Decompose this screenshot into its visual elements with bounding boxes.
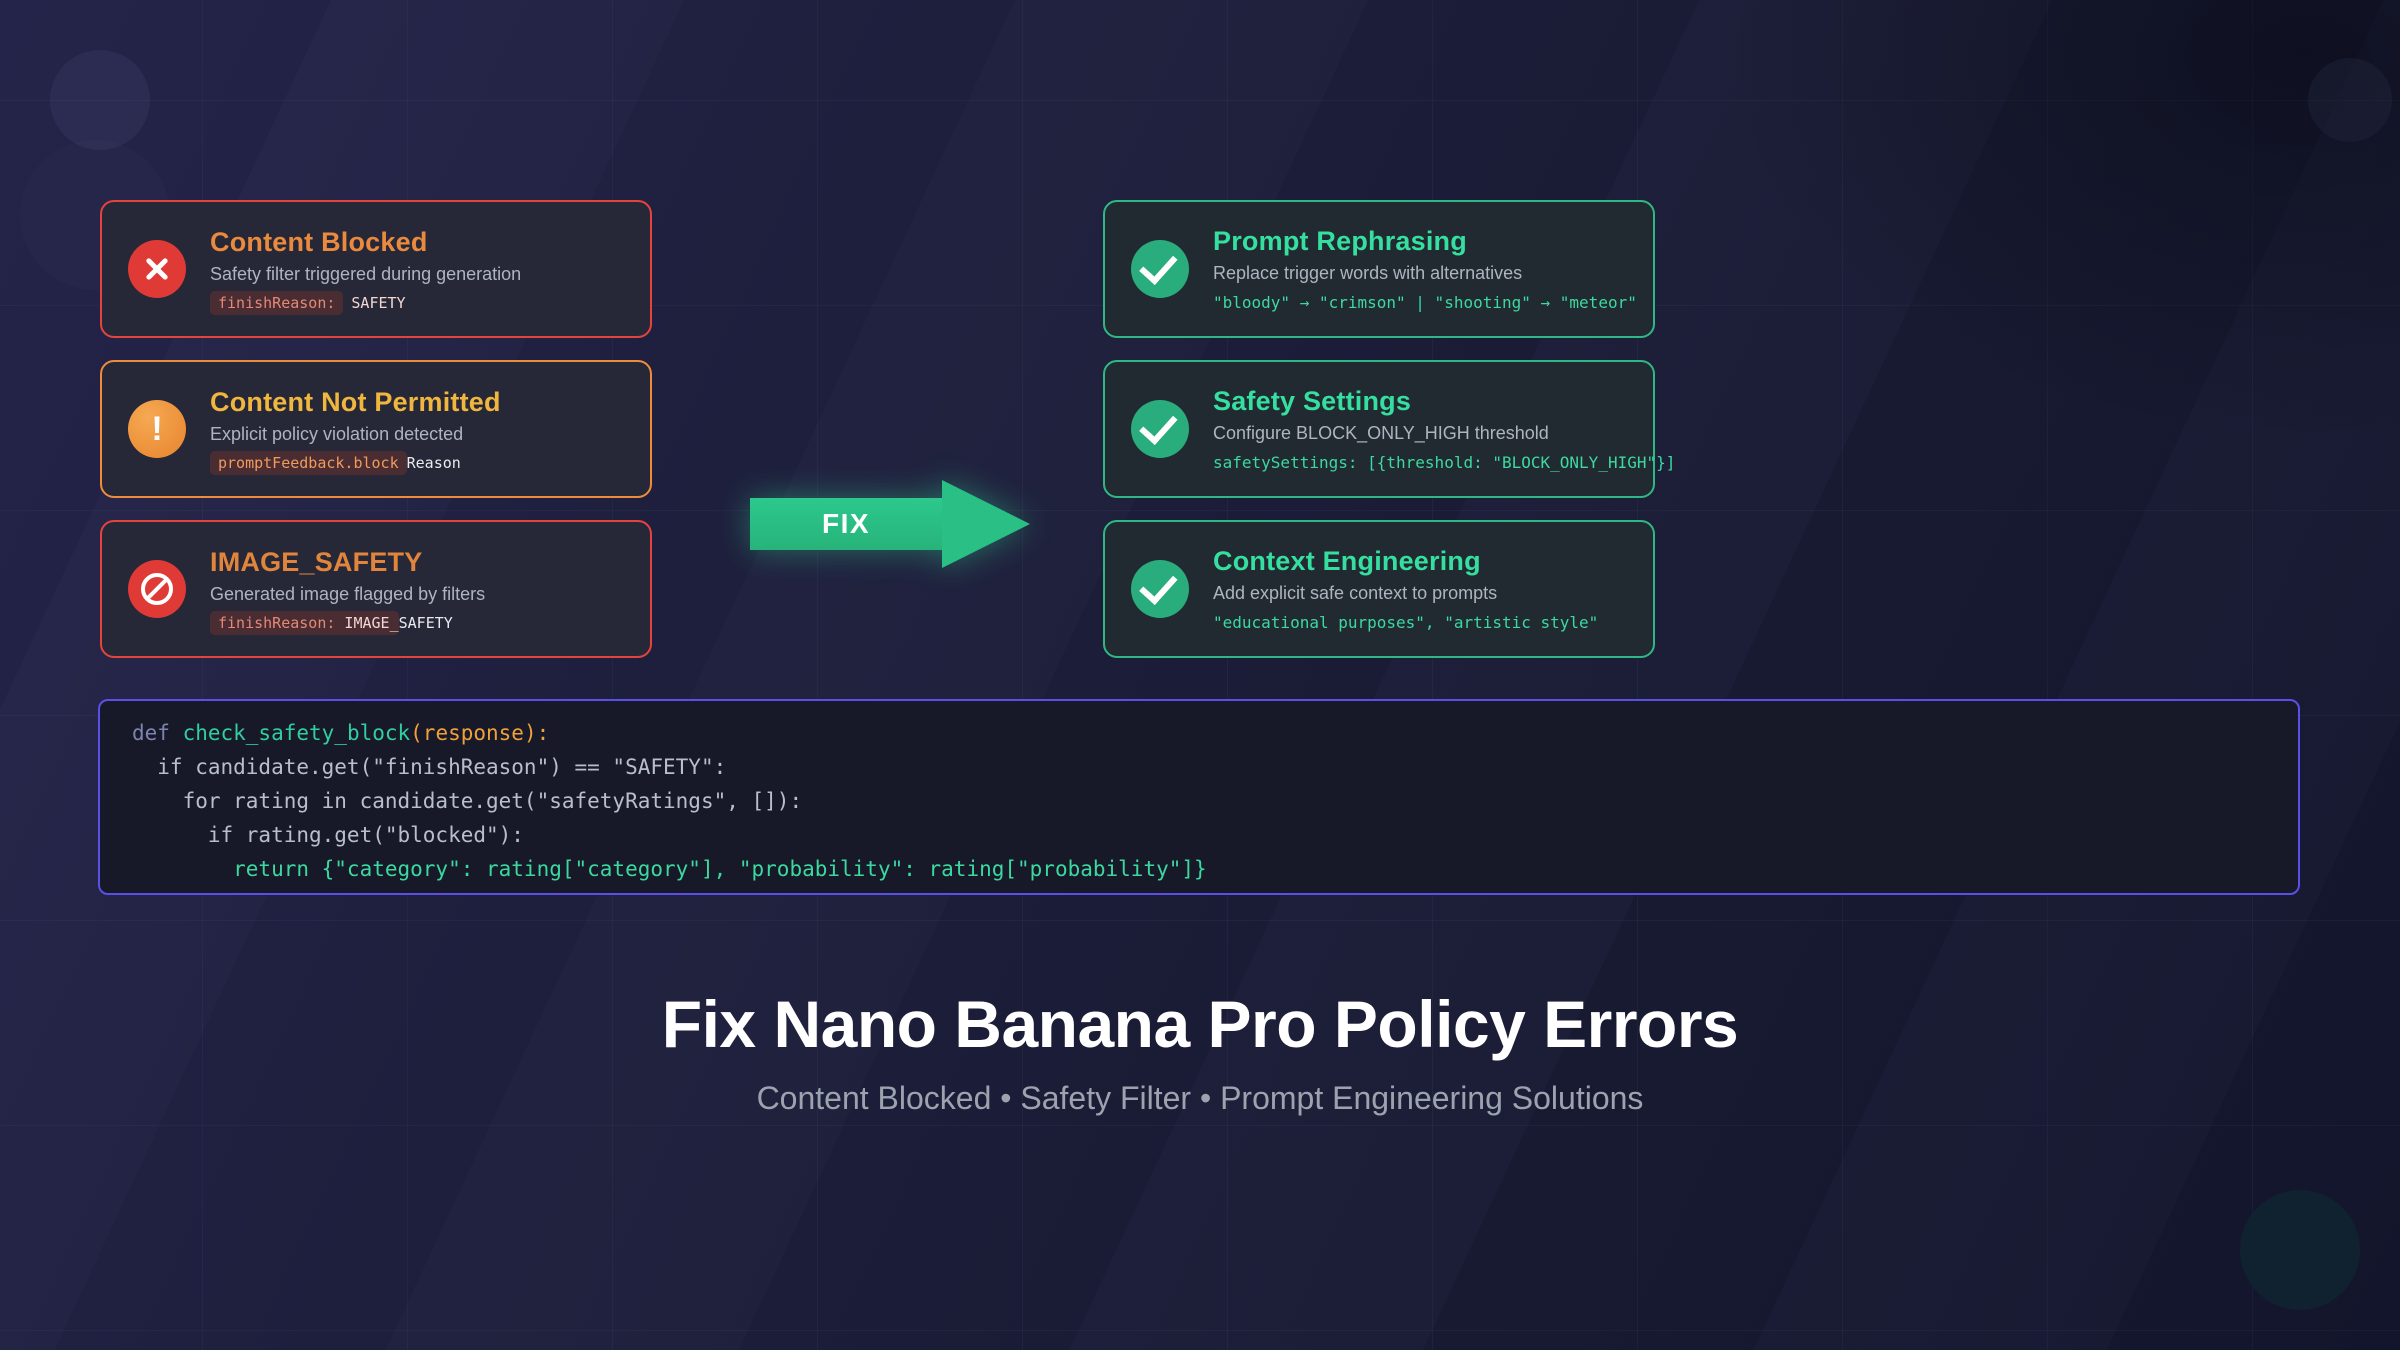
badge-value: SAFETY [351,293,406,312]
check-icon [1139,245,1178,285]
badge-key: promptFeedback.block [218,453,399,472]
exclamation-circle-icon: ! [128,400,186,458]
error-card-content-not-permitted: ! Content Not Permitted Explicit policy … [100,360,652,498]
error-card-title: Content Blocked [210,226,428,257]
error-card-description: Safety filter triggered during generatio… [210,263,522,284]
badge-value: SAFETY [398,613,453,632]
check-circle-icon [1131,240,1189,298]
solution-code-snippet: "bloody" → "crimson" | "shooting" → "met… [1213,293,1637,312]
error-card-title: IMAGE_SAFETY [210,546,423,577]
error-code-badge: finishReason: IMAGE_SAFETY [210,610,485,635]
error-code-badge: promptFeedback.block Reason [210,450,501,475]
page-subtitle: Content Blocked • Safety Filter • Prompt… [756,1080,1644,1116]
solution-code-snippet: "educational purposes", "artistic style" [1213,613,1599,632]
decorative-circle-top-left [50,50,150,150]
code-line: return {"category": rating["category"], … [132,857,1207,881]
code-line: if rating.get("blocked"): [132,823,524,847]
error-code-badge: finishReason: SAFETY [210,290,521,315]
check-circle-icon [1131,560,1189,618]
solution-card-description: Replace trigger words with alternatives [1213,263,1523,283]
badge-key: finishReason: [218,613,336,632]
error-card-description: Generated image flagged by filters [210,583,486,604]
prohibited-icon [141,573,173,605]
check-icon [1139,565,1178,605]
decorative-circle-top-right [2308,58,2392,142]
x-circle-icon [128,240,186,298]
badge-extra: IMAGE_ [335,613,399,632]
python-code-block: def check_safety_block(response): if can… [98,699,2300,895]
error-card-title: Content Not Permitted [210,386,501,417]
fix-arrow-label: FIX [821,508,871,539]
error-card-content-blocked: Content Blocked Safety filter triggered … [100,200,652,338]
fix-arrow-body: FIX [750,498,942,550]
solution-card-title: Safety Settings [1213,386,1412,416]
solution-code-snippet: safetySettings: [{threshold: "BLOCK_ONLY… [1213,453,1676,472]
code-line: def check_safety_block(response): [132,721,550,745]
solution-card-context-engineering: Context Engineering Add explicit safe co… [1103,520,1655,658]
x-icon [142,254,172,284]
code-line: if candidate.get("finishReason") == "SAF… [132,755,727,779]
solution-card-description: Configure BLOCK_ONLY_HIGH threshold [1213,423,1549,443]
solution-card-prompt-rephrasing: Prompt Rephrasing Replace trigger words … [1103,200,1655,338]
fix-arrow: FIX [750,480,1030,568]
solution-card-description: Add explicit safe context to prompts [1213,583,1498,603]
error-card-image-safety: IMAGE_SAFETY Generated image flagged by … [100,520,652,658]
check-circle-icon [1131,400,1189,458]
error-card-description: Explicit policy violation detected [210,423,464,444]
fix-arrow-head [942,480,1030,568]
badge-key: finishReason: [218,293,336,312]
exclamation-icon: ! [151,410,163,448]
check-icon [1139,405,1178,445]
solution-card-title: Prompt Rephrasing [1213,226,1467,256]
solution-card-title: Context Engineering [1213,546,1481,576]
prohibited-circle-icon [128,560,186,618]
decorative-circle-bottom-right [2240,1190,2360,1310]
page-title: Fix Nano Banana Pro Policy Errors [661,987,1739,1061]
solution-card-safety-settings: Safety Settings Configure BLOCK_ONLY_HIG… [1103,360,1675,498]
code-line: for rating in candidate.get("safetyRatin… [132,789,803,813]
badge-value: Reason [406,453,461,472]
